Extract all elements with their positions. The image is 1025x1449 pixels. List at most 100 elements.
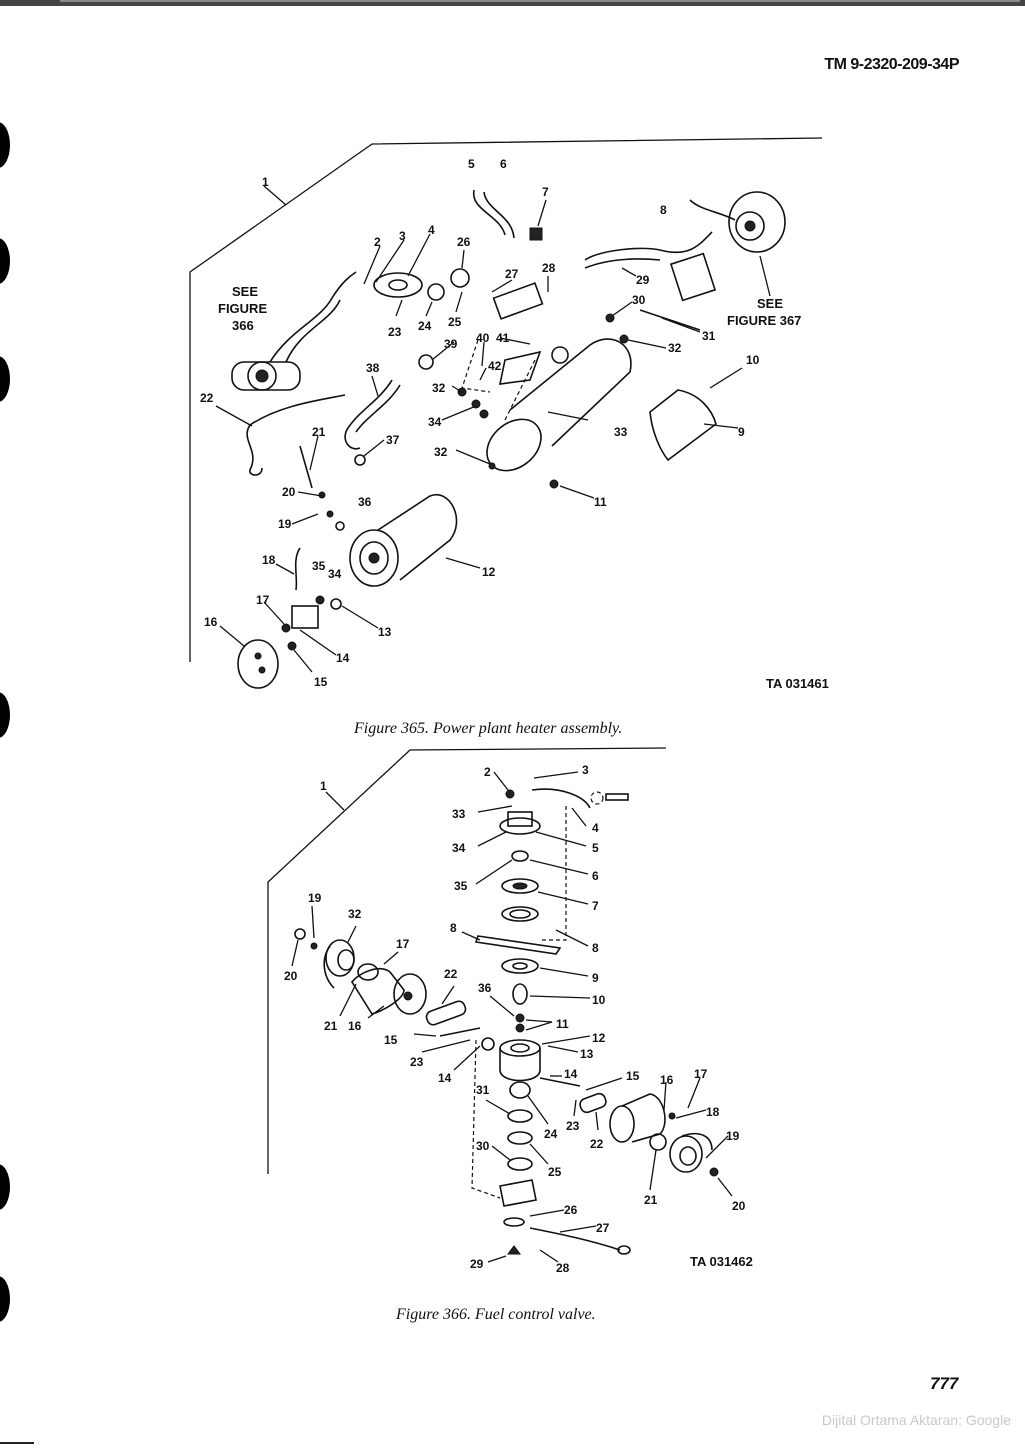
see-figure-366-line3: 366 <box>232 318 254 333</box>
see-figure-367-line2: FIGURE 367 <box>727 313 801 328</box>
callout-366-20b: 20 <box>284 969 298 983</box>
connector-28 <box>492 282 544 320</box>
callout-366-9: 9 <box>592 971 599 985</box>
callout-366-16b: 16 <box>348 1019 362 1033</box>
callout-366-10: 10 <box>592 993 606 1007</box>
callout-366-17b: 17 <box>396 937 410 951</box>
callout-366-17a: 17 <box>694 1067 708 1081</box>
callout-16: 16 <box>204 615 218 629</box>
callout-4: 4 <box>428 223 435 237</box>
callout-11: 11 <box>594 495 607 509</box>
callout-17: 17 <box>256 593 270 607</box>
callout-5: 5 <box>468 157 475 171</box>
wire-4 <box>531 788 591 809</box>
callout-366-21b: 21 <box>324 1019 338 1033</box>
callout-29: 29 <box>636 273 650 287</box>
digitizer-watermark: Dijital Ortama Aktaran: Google <box>821 1412 1011 1428</box>
callout-32a: 32 <box>668 341 682 355</box>
line-18 <box>294 547 301 591</box>
document-number: TM 9-2320-209-34P <box>824 56 959 73</box>
callout-28: 28 <box>542 261 556 275</box>
callout-366-28: 28 <box>556 1261 570 1275</box>
callout-366-13: 13 <box>580 1047 594 1061</box>
hose-22-end <box>246 424 263 476</box>
blower-assembly <box>728 191 786 253</box>
valve-stack <box>474 811 631 1255</box>
callout-366-15b: 15 <box>384 1033 398 1047</box>
fitting-39 <box>418 354 434 370</box>
page-number: 777 <box>930 1374 959 1393</box>
callout-34b: 34 <box>328 567 342 581</box>
diaphragm-8 <box>474 935 562 955</box>
callout-366-22b: 22 <box>444 967 458 981</box>
figure-365-caption: Figure 365. Power plant heater assembly. <box>354 720 623 737</box>
scan-top-edge <box>0 0 1025 6</box>
see-figure-366-line1: SEE <box>232 284 258 299</box>
callout-366-7: 7 <box>592 899 599 913</box>
callout-31: 31 <box>702 329 716 343</box>
callout-366-19b: 19 <box>308 891 322 905</box>
figure-365-illustration: SEE FIGURE 366 SEE FIGURE 367 <box>189 137 823 689</box>
figure-365-frame <box>189 137 823 662</box>
callout-40: 40 <box>476 331 490 345</box>
callout-2: 2 <box>374 235 381 249</box>
stem-15-left <box>439 1027 481 1037</box>
figure-366-caption: Figure 366. Fuel control valve. <box>396 1306 596 1323</box>
callout-366-23b: 23 <box>410 1055 424 1069</box>
callout-366-6: 6 <box>592 869 599 883</box>
callout-6: 6 <box>500 157 507 171</box>
callout-24: 24 <box>418 319 432 333</box>
plunger-22-left <box>425 1000 467 1026</box>
callout-366-26: 26 <box>564 1203 578 1217</box>
callout-366-8a: 8 <box>592 941 599 955</box>
bolt-21 <box>299 445 313 489</box>
callout-366-12: 12 <box>592 1031 606 1045</box>
callout-366-3: 3 <box>582 763 589 777</box>
callout-366-14a: 14 <box>564 1067 578 1081</box>
callout-366-25: 25 <box>548 1165 562 1179</box>
callout-366-16a: 16 <box>660 1073 674 1087</box>
callout-35: 35 <box>312 559 326 573</box>
binder-hole <box>0 1164 10 1210</box>
binder-hole <box>0 1276 10 1322</box>
callout-366-36: 36 <box>478 981 492 995</box>
callout-25: 25 <box>448 315 462 329</box>
callout-32b: 32 <box>432 381 446 395</box>
combustion-chamber-12 <box>349 493 458 587</box>
callout-26: 26 <box>457 235 471 249</box>
solenoid-right <box>539 1077 719 1177</box>
callout-366-31: 31 <box>476 1083 490 1097</box>
figure-366-illustration: 1 2 3 4 5 6 7 8 8 9 10 11 12 13 14 14 15… <box>267 747 746 1275</box>
callout-9: 9 <box>738 425 745 439</box>
fuel-line-5 <box>473 189 506 236</box>
cover-16 <box>237 639 279 689</box>
callout-23: 23 <box>388 325 402 339</box>
callout-19: 19 <box>278 517 292 531</box>
hose-22 <box>249 394 346 426</box>
callout-366-32: 32 <box>348 907 362 921</box>
callout-366-22a: 22 <box>590 1137 604 1151</box>
callout-21: 21 <box>312 425 326 439</box>
spring-31 <box>639 309 701 331</box>
callout-42: 42 <box>488 359 502 373</box>
valve-body-12 <box>499 1039 541 1057</box>
callout-366-33: 33 <box>452 807 466 821</box>
callout-37: 37 <box>386 433 400 447</box>
callout-366-5: 5 <box>592 841 599 855</box>
bracket-14 <box>291 605 319 629</box>
callout-366-20a: 20 <box>732 1199 746 1213</box>
see-figure-366-line2: FIGURE <box>218 301 267 316</box>
callout-34a: 34 <box>428 415 442 429</box>
callout-366-15a: 15 <box>626 1069 640 1083</box>
callout-15: 15 <box>314 675 328 689</box>
callout-41: 41 <box>496 331 510 345</box>
callout-22: 22 <box>200 391 214 405</box>
callout-366-34: 34 <box>452 841 466 855</box>
callout-14: 14 <box>336 651 350 665</box>
flex-duct-38 <box>344 379 393 450</box>
solenoid-left <box>294 928 427 1015</box>
wire-27 <box>529 1227 621 1251</box>
bracket-26 <box>499 1179 537 1207</box>
callout-18: 18 <box>262 553 276 567</box>
callout-38: 38 <box>366 361 380 375</box>
